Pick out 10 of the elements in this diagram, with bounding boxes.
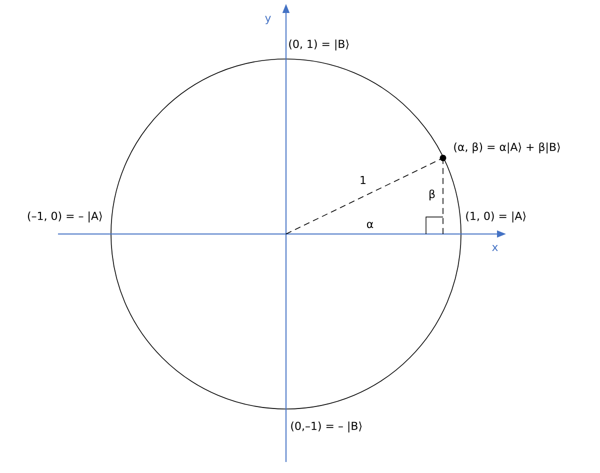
axis-label: y <box>265 16 271 24</box>
length-label: 1 <box>360 176 366 184</box>
point-label: (0, 1) = |B⟩ <box>289 40 349 50</box>
point-label: (–1, 0) = – |A⟩ <box>28 211 102 222</box>
length-label: β <box>430 190 435 200</box>
point-label: (α, β) = α|A⟩ + β|B⟩ <box>454 142 560 154</box>
length-label: α <box>367 222 374 228</box>
point-label: (1, 0) = |A⟩ <box>466 211 526 222</box>
point-label: (0,–1) = – |B⟩ <box>291 421 362 432</box>
axis-label: x <box>492 245 498 251</box>
